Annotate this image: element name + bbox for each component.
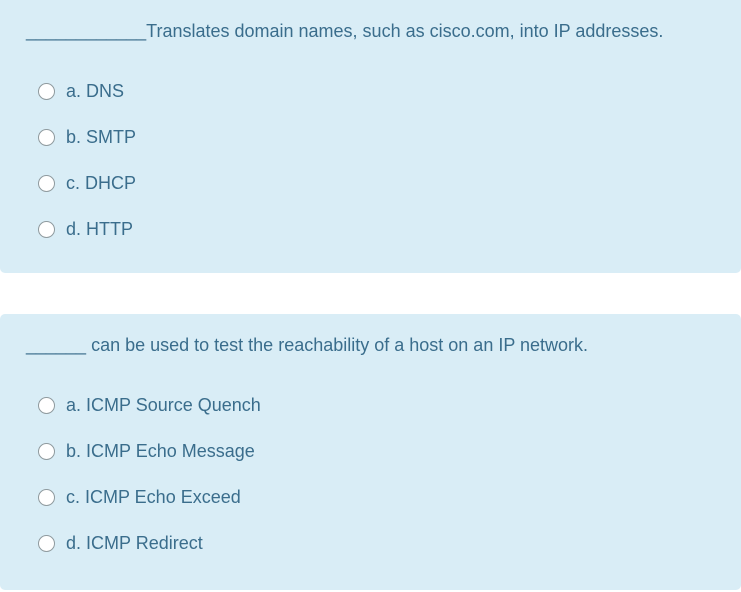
radio-button-icon[interactable] (38, 396, 55, 414)
radio-button-icon[interactable] (38, 488, 55, 506)
option-row-2b[interactable]: b. ICMP Echo Message (26, 428, 715, 474)
option-row-1d[interactable]: d. HTTP (26, 206, 715, 252)
option-label[interactable]: a. ICMP Source Quench (66, 394, 261, 415)
option-label[interactable]: a. DNS (66, 80, 125, 101)
option-label[interactable]: c. ICMP Echo Exceed (66, 486, 241, 507)
radio-button-icon[interactable] (38, 82, 55, 100)
radio-button-icon[interactable] (38, 220, 55, 238)
radio-button-icon[interactable] (38, 442, 55, 460)
option-row-1a[interactable]: a. DNS (26, 68, 715, 114)
radio-button-icon[interactable] (38, 174, 55, 192)
option-label[interactable]: d. ICMP Redirect (66, 532, 203, 553)
option-row-1c[interactable]: c. DHCP (26, 160, 715, 206)
radio-button-icon[interactable] (38, 128, 55, 146)
option-row-2d[interactable]: d. ICMP Redirect (26, 520, 715, 566)
question-2-options: a. ICMP Source Quench b. ICMP Echo Messa… (26, 382, 715, 566)
option-label[interactable]: c. DHCP (66, 172, 137, 193)
question-card-2: ______ can be used to test the reachabil… (0, 314, 741, 590)
option-row-1b[interactable]: b. SMTP (26, 114, 715, 160)
question-1-options: a. DNS b. SMTP c. DHCP d. HTTP (26, 68, 715, 252)
question-2-text: ______ can be used to test the reachabil… (26, 335, 589, 355)
question-card-1: ____________Translates domain names, suc… (0, 0, 741, 273)
radio-button-icon[interactable] (38, 534, 55, 552)
option-label[interactable]: d. HTTP (66, 218, 134, 239)
question-1-text: ____________Translates domain names, suc… (26, 21, 664, 41)
option-label[interactable]: b. SMTP (66, 126, 137, 147)
option-row-2c[interactable]: c. ICMP Echo Exceed (26, 474, 715, 520)
option-row-2a[interactable]: a. ICMP Source Quench (26, 382, 715, 428)
option-label[interactable]: b. ICMP Echo Message (66, 440, 255, 461)
